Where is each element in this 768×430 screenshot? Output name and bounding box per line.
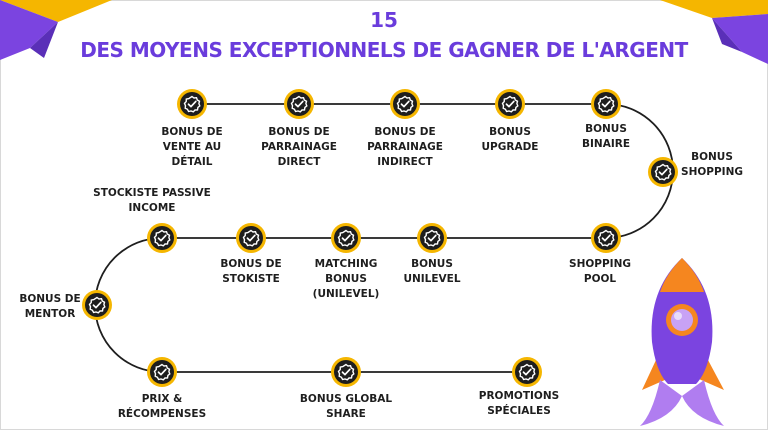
check-badge-icon	[147, 223, 177, 253]
check-badge-icon	[417, 223, 447, 253]
check-badge-icon	[331, 357, 361, 387]
step-node-8[interactable]	[417, 223, 447, 253]
step-node-4[interactable]	[495, 89, 525, 119]
step-node-9[interactable]	[331, 223, 361, 253]
step-label-12: BONUS DE MENTOR	[19, 292, 80, 322]
check-badge-icon	[591, 89, 621, 119]
check-badge-icon	[82, 290, 112, 320]
step-label-10: BONUS DE STOKISTE	[220, 257, 281, 287]
step-node-1[interactable]	[177, 89, 207, 119]
step-node-12[interactable]	[82, 290, 112, 320]
step-label-1: BONUS DE VENTE AU DÉTAIL	[161, 125, 222, 170]
check-badge-icon	[512, 357, 542, 387]
step-node-15[interactable]	[512, 357, 542, 387]
check-badge-icon	[591, 223, 621, 253]
step-label-13: PRIX & RÉCOMPENSES	[118, 392, 206, 422]
step-label-15: PROMOTIONS SPÉCIALES	[479, 389, 559, 419]
check-badge-icon	[331, 223, 361, 253]
step-label-7: SHOPPING POOL	[569, 257, 631, 287]
step-node-14[interactable]	[331, 357, 361, 387]
step-node-10[interactable]	[236, 223, 266, 253]
step-node-3[interactable]	[390, 89, 420, 119]
step-label-6: BONUS SHOPPING	[681, 150, 743, 180]
step-label-11: STOCKISTE PASSIVE INCOME	[93, 186, 211, 216]
check-badge-icon	[147, 357, 177, 387]
check-badge-icon	[236, 223, 266, 253]
step-label-4: BONUS UPGRADE	[482, 125, 539, 155]
check-badge-icon	[390, 89, 420, 119]
step-label-14: BONUS GLOBAL SHARE	[300, 392, 392, 422]
step-label-9: MATCHING BONUS (UNILEVEL)	[313, 257, 380, 302]
check-badge-icon	[648, 157, 678, 187]
check-badge-icon	[284, 89, 314, 119]
step-node-11[interactable]	[147, 223, 177, 253]
check-badge-icon	[495, 89, 525, 119]
step-node-6[interactable]	[648, 157, 678, 187]
step-node-2[interactable]	[284, 89, 314, 119]
step-label-5: BONUS BINAIRE	[582, 122, 630, 152]
rocket-icon	[612, 250, 752, 430]
step-label-2: BONUS DE PARRAINAGE DIRECT	[261, 125, 337, 170]
step-node-5[interactable]	[591, 89, 621, 119]
step-node-7[interactable]	[591, 223, 621, 253]
check-badge-icon	[177, 89, 207, 119]
step-node-13[interactable]	[147, 357, 177, 387]
step-label-8: BONUS UNILEVEL	[403, 257, 460, 287]
step-label-3: BONUS DE PARRAINAGE INDIRECT	[367, 125, 443, 170]
